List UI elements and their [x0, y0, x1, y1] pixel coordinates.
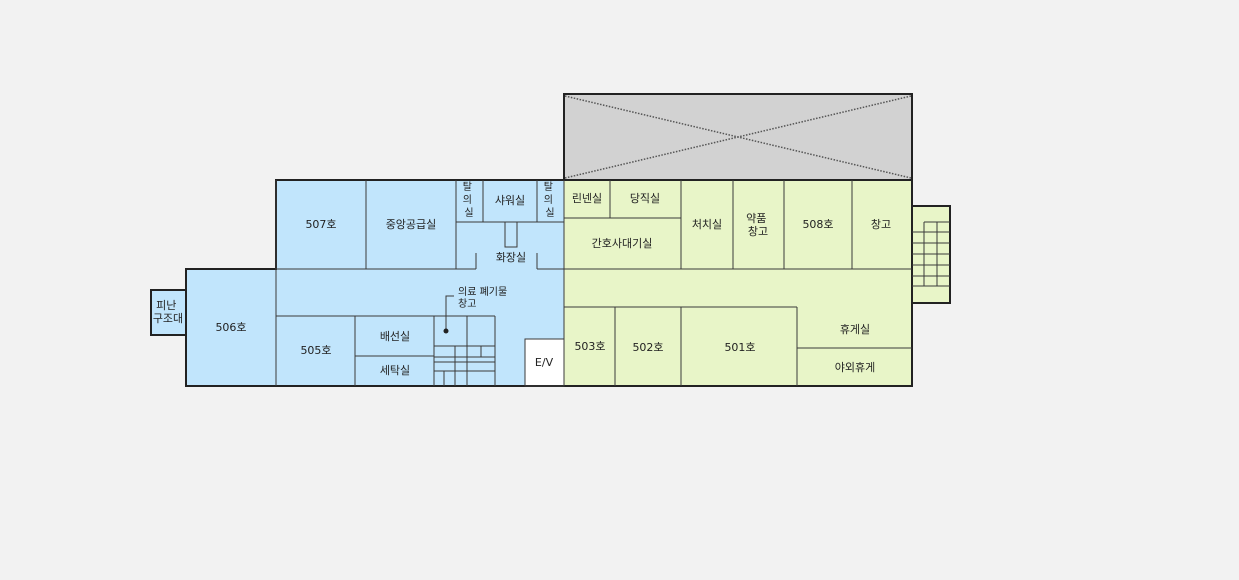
evacuation-chute[interactable]: 피난 구조대 [153, 299, 183, 325]
room-506[interactable]: 506호 [215, 321, 246, 334]
room-pantry[interactable]: 배선실 [380, 330, 410, 343]
room-storage[interactable]: 창고 [871, 218, 891, 231]
room-changing-right[interactable]: 탈 의 실 [544, 180, 556, 219]
blue-zone-lower [186, 269, 564, 386]
room-505[interactable]: 505호 [300, 344, 331, 357]
green-zone [564, 180, 912, 386]
room-changing-left[interactable]: 탈 의 실 [463, 180, 475, 219]
evacuation-area [151, 290, 186, 335]
room-502[interactable]: 502호 [632, 341, 663, 354]
void-cross [564, 95, 912, 179]
room-duty[interactable]: 당직실 [630, 192, 660, 205]
room-linen[interactable]: 린넨실 [572, 192, 602, 205]
elevator-room[interactable] [525, 339, 564, 386]
room-restroom[interactable]: 화장실 [496, 251, 526, 264]
room-laundry[interactable]: 세탁실 [380, 364, 410, 377]
room-medical-waste[interactable]: 의료 폐기물 창고 [458, 286, 510, 310]
room-508[interactable]: 508호 [802, 218, 833, 231]
room-lounge[interactable]: 휴게실 [840, 323, 870, 336]
room-shower[interactable]: 샤워실 [495, 194, 525, 207]
room-501[interactable]: 501호 [724, 341, 755, 354]
interior-walls [275, 180, 950, 387]
room-outdoor-lounge[interactable]: 야외휴게 [835, 361, 875, 374]
room-nurse-waiting[interactable]: 간호사대기실 [592, 237, 653, 250]
room-medicine-storage[interactable]: 약품 창고 [746, 211, 770, 238]
medical-waste-marker [443, 328, 449, 334]
room-507[interactable]: 507호 [305, 218, 336, 231]
elevator[interactable]: E/V [535, 356, 554, 369]
room-central-supply[interactable]: 중앙공급실 [386, 218, 437, 231]
room-503[interactable]: 503호 [574, 340, 605, 353]
blue-zone-upper [276, 180, 564, 270]
room-treatment[interactable]: 처치실 [692, 218, 722, 231]
